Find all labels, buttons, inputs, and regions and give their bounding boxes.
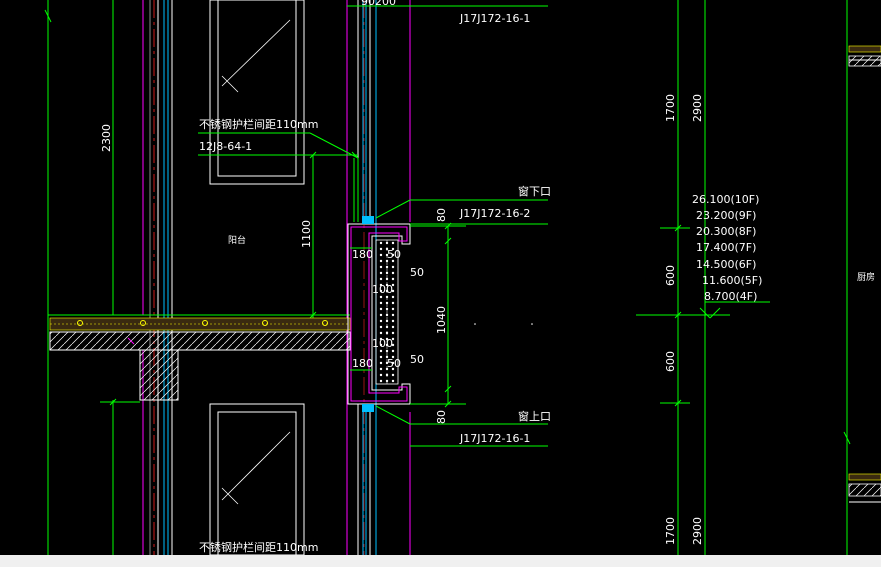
lower-window	[209, 403, 305, 556]
left-wall-section	[142, 0, 173, 555]
window-bottom-leader: 窗下口 J17J172-16-2	[375, 184, 551, 225]
dim-100-a: 100	[372, 283, 393, 296]
right-dim-600-a: 600	[664, 265, 677, 286]
window-bottom-label: 窗下口	[518, 184, 551, 198]
elevation-list: 26.100(10F) 23.200(9F) 20.300(8F) 17.400…	[692, 193, 762, 303]
railing-post	[353, 158, 359, 222]
railing-note-1: 不锈钢护栏间距110mm 12J8-64-1	[198, 117, 359, 159]
top-partial-dim: 90200	[361, 0, 396, 8]
right-dim-600-b: 600	[664, 351, 677, 372]
window-top-label: 窗上口	[518, 409, 551, 423]
dim-50-right-bot: 50	[410, 353, 424, 366]
right-room-label: 厨房	[857, 271, 875, 283]
upper-window	[209, 0, 305, 185]
window-top-ref: J17J172-16-1	[459, 432, 530, 445]
dim-50-bot: 50	[387, 357, 401, 370]
elevation-10f: 26.100(10F)	[692, 193, 759, 206]
elevation-9f: 23.200(9F)	[696, 209, 756, 222]
drawing-svg: 90200 J17J172-16-1 不锈钢护栏间距110mm 12J8-64-…	[44, 0, 881, 556]
dim-80-bot: 80	[435, 410, 448, 424]
dim-1100: 1100	[300, 220, 313, 248]
right-dim-1700-top: 1700	[664, 94, 677, 122]
dim-80-top: 80	[435, 208, 448, 222]
right-dim-1700-bot: 1700	[664, 517, 677, 545]
railing-note-2: 不锈钢护栏间距110mm	[199, 540, 318, 554]
elevation-6f: 14.500(6F)	[696, 258, 756, 271]
floor-slab	[48, 314, 351, 401]
dim-180-top: 180	[352, 248, 373, 261]
ref-top-label: J17J172-16-1	[459, 12, 530, 25]
dim-50-top: 50	[387, 248, 401, 261]
dim-1040-line	[410, 222, 466, 408]
dim-180-bot: 180	[352, 357, 373, 370]
right-dim-2900-top: 2900	[691, 94, 704, 122]
dim-1040: 1040	[435, 306, 448, 334]
dim-50-right-top: 50	[410, 266, 424, 279]
balcony-label: 阳台	[228, 234, 246, 246]
elevation-8f: 20.300(8F)	[696, 225, 756, 238]
right-dimension-lines	[636, 0, 770, 555]
left-dimension-lines	[44, 0, 140, 555]
railing-note-text: 不锈钢护栏间距110mm	[199, 117, 318, 131]
right-dim-2900-bot: 2900	[691, 517, 704, 545]
elevation-4f: 8.700(4F)	[704, 290, 757, 303]
dim-100-b: 100	[372, 337, 393, 350]
elevation-5f: 11.600(5F)	[702, 274, 762, 287]
sill-detail	[347, 216, 411, 412]
dim-2300: 2300	[100, 124, 113, 152]
window-bottom-ref: J17J172-16-2	[459, 207, 530, 220]
window-top-leader: 窗上口 J17J172-16-1	[375, 405, 551, 447]
railing-ref-text: 12J8-64-1	[199, 140, 252, 153]
status-bar	[0, 555, 881, 567]
far-right-section	[843, 0, 881, 555]
top-reference-leader: 90200 J17J172-16-1	[347, 0, 548, 25]
elevation-7f: 17.400(7F)	[696, 241, 756, 254]
